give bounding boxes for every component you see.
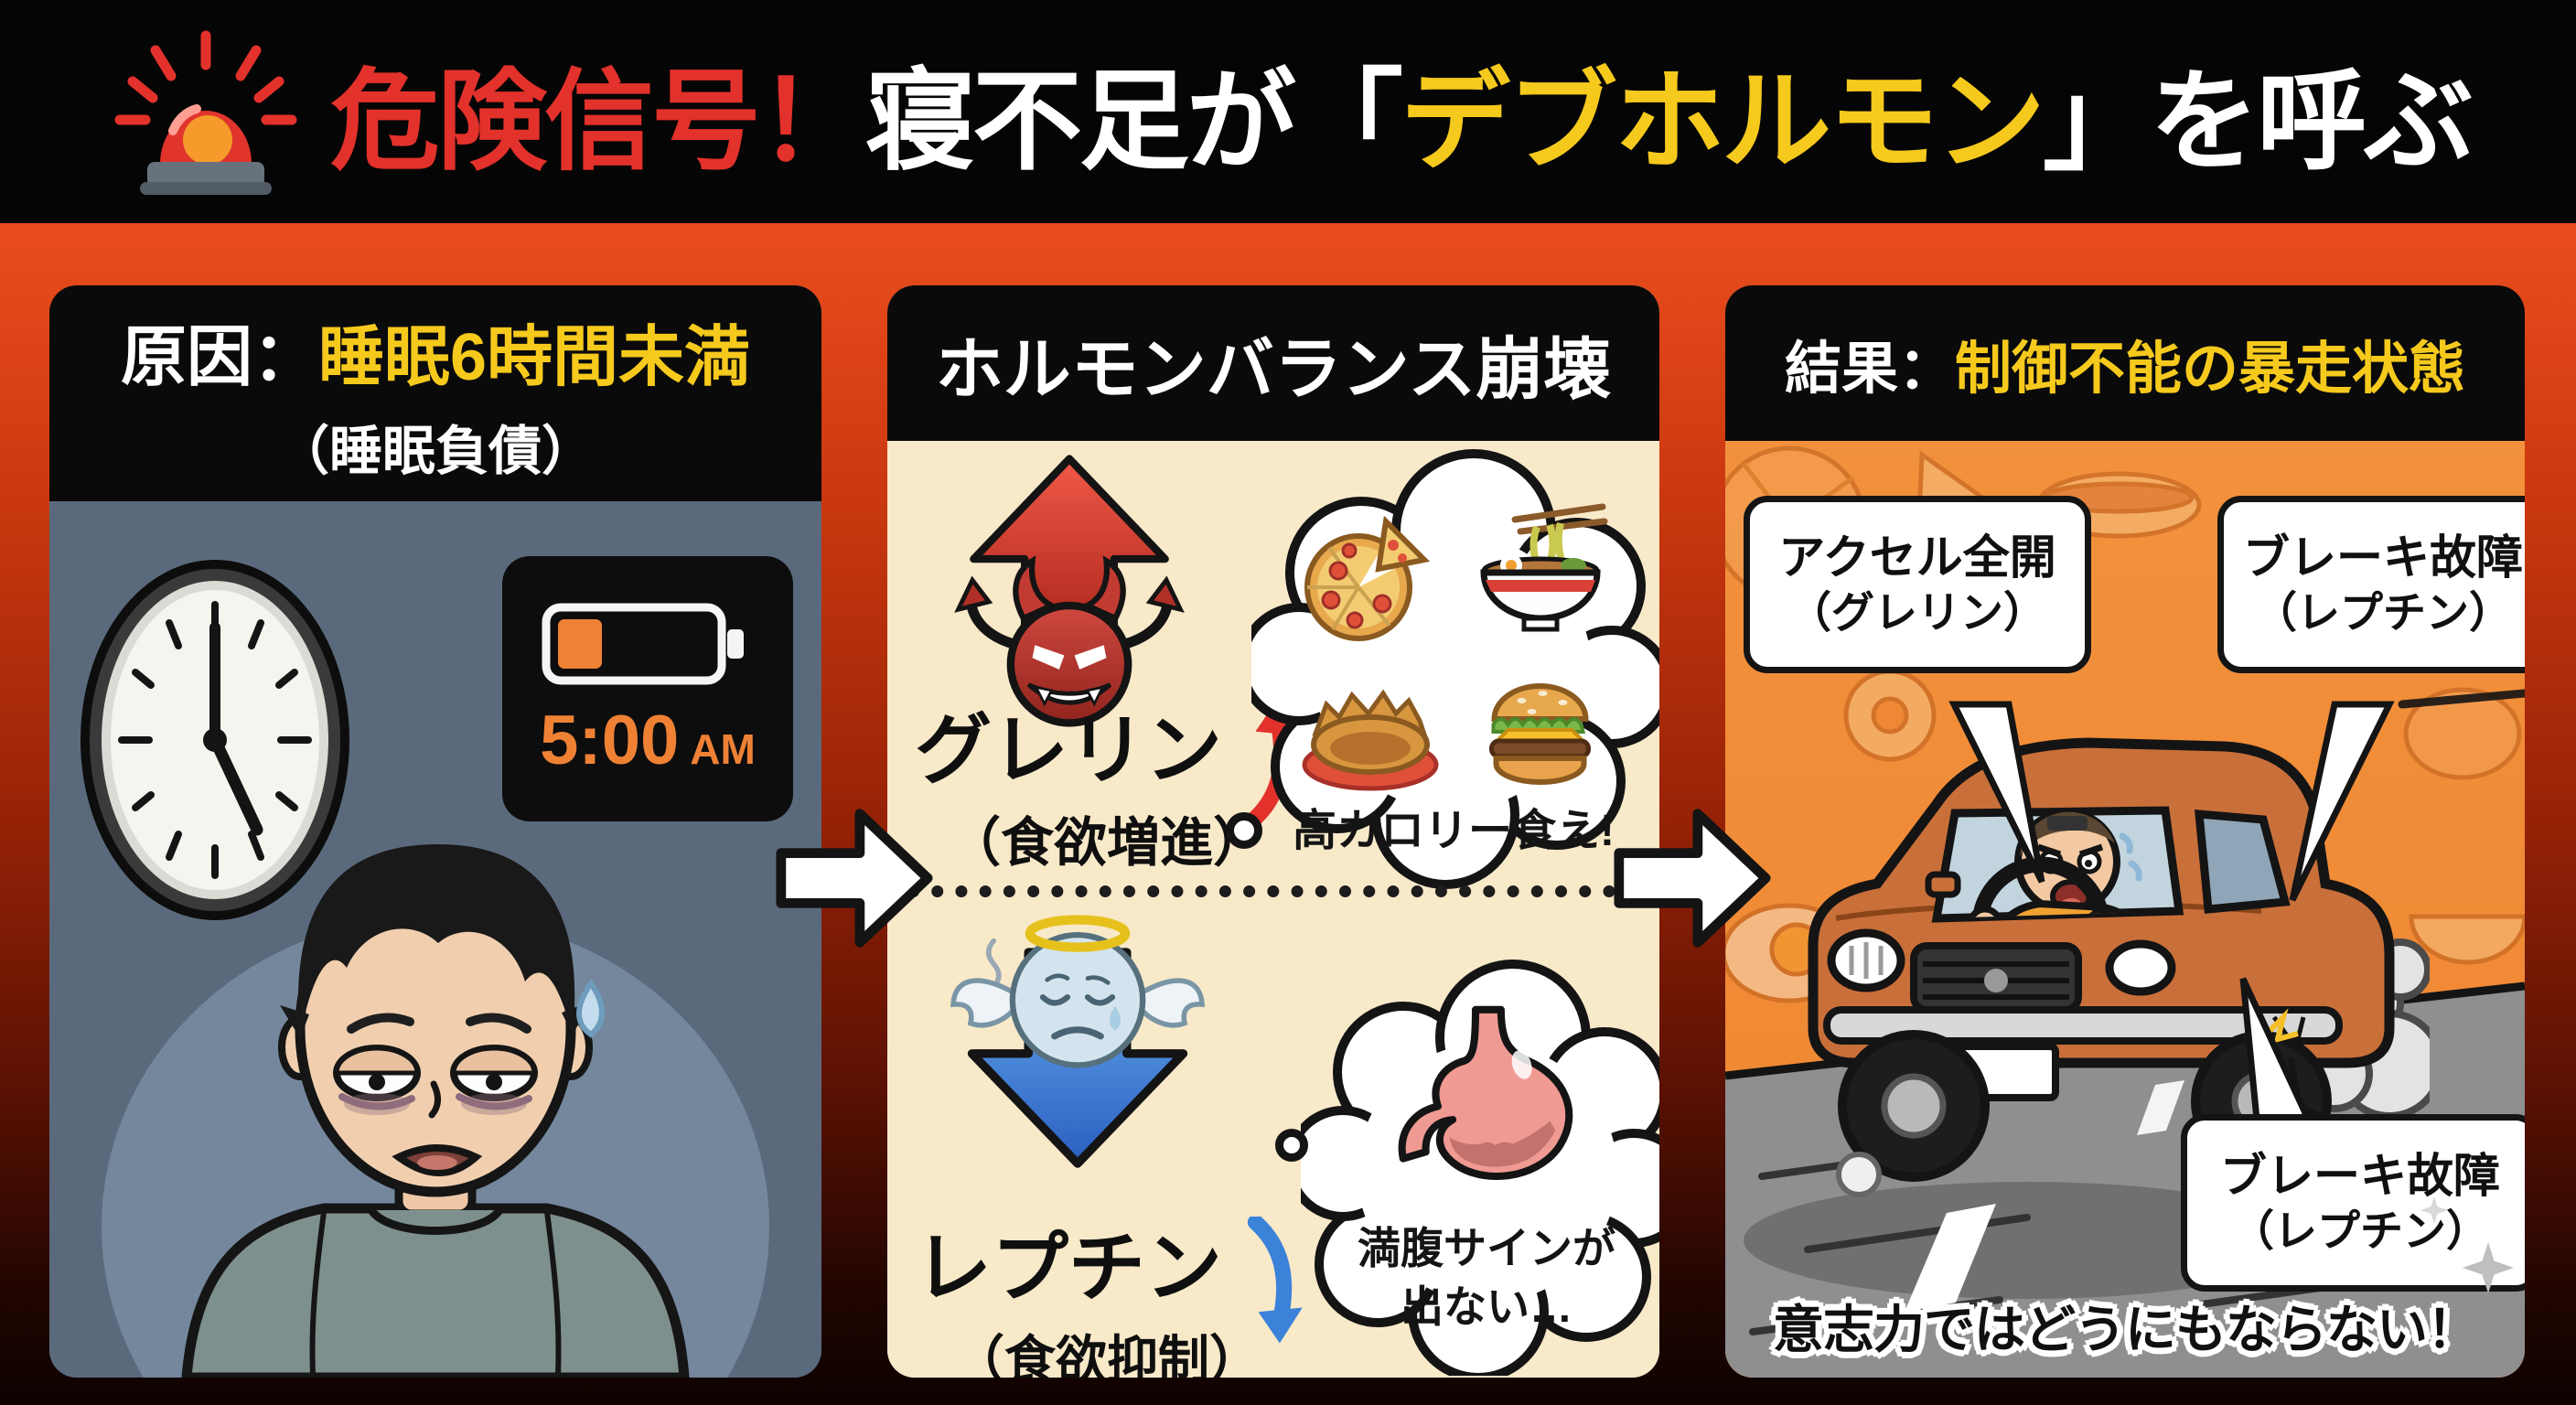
no-satiety-thought-bubble: 満腹サインが 出ない… (1301, 955, 1659, 1376)
cause-title-prefix: 原因： (120, 320, 318, 394)
header-banner: 危険信号！寝不足が「デブホルモン」を呼ぶ (0, 0, 2576, 223)
panel-cause-title: 原因：睡眠6時間未満 (121, 303, 750, 399)
flow-arrow-icon (776, 809, 933, 948)
title-mid-text: 寝不足が「 (865, 60, 1403, 183)
title-tail-text: 」を呼ぶ (2043, 60, 2474, 183)
main-canvas: 原因：睡眠6時間未満 （睡眠負債） (0, 223, 2576, 1405)
brake-failure-speech-bubble-top: ブレーキ故障 （レプチン） (2217, 496, 2525, 673)
speech-tail (2289, 701, 2395, 902)
sparkle-icon (2420, 1196, 2448, 1224)
ghrelin-name: グレリン (914, 707, 1222, 793)
panel-cause-header: 原因：睡眠6時間未満 （睡眠負債） (49, 285, 821, 501)
hormone-title: ホルモンバランス崩壊 (935, 330, 1612, 407)
runaway-car-scene: アクセル全開 （グレリン） ブレーキ故障 （レプチン） ブレーキ故障 （レプチン… (1725, 441, 2525, 1378)
brake-bottom-line2: （レプチン） (2231, 1207, 2489, 1256)
leptin-name: レプチン (914, 1225, 1222, 1311)
leptin-angel-down-arrow-icon (950, 915, 1205, 1168)
brake-failure-speech-bubble-bottom: ブレーキ故障 （レプチン） (2181, 1114, 2525, 1292)
wake-time-meridiem: AM (690, 724, 756, 773)
droopy-eye-left (333, 1045, 421, 1115)
leptin-label-row: レプチン (893, 1217, 1332, 1345)
no-satiety-text-line2: 出ない… (1401, 1282, 1572, 1331)
wall-clock-icon (80, 560, 349, 920)
hormone-scene: グレリン （食欲増進） (887, 441, 1659, 1378)
burger-icon (1489, 683, 1591, 785)
bedroom-scene: 5:00 AM (49, 501, 821, 1378)
accel-bubble-line2: （グレリン） (1788, 588, 2046, 638)
panel-hormone-header: ホルモンバランス崩壊 (887, 285, 1659, 441)
title-alert-text: 危険信号！ (330, 60, 868, 183)
tired-man-illustration (102, 844, 769, 1378)
flow-arrow-icon (1614, 809, 1771, 948)
wake-time-value: 5:00 (540, 701, 680, 779)
result-title-main: 制御不能の暴走状態 (1955, 338, 2466, 401)
battery-low-icon (542, 603, 744, 684)
page-title: 危険信号！寝不足が「デブホルモン」を呼ぶ (330, 32, 2474, 191)
pizza-icon (1304, 516, 1431, 641)
speech-tail (1948, 701, 2045, 884)
result-title-prefix: 結果： (1784, 338, 1955, 401)
ramen-icon (1480, 503, 1608, 632)
ghrelin-sub-label: （食欲増進） (947, 813, 1266, 873)
thought-dot (1275, 1129, 1308, 1162)
wake-time: 5:00 AM (540, 701, 756, 780)
katsu-icon (1302, 689, 1439, 791)
section-divider (907, 885, 1639, 897)
high-calorie-text: 高カロリー食え! (1293, 807, 1615, 855)
droopy-eye-right (450, 1045, 538, 1115)
panel-hormone: ホルモンバランス崩壊 (887, 285, 1659, 1378)
cause-title-sub: （睡眠負債） (275, 421, 595, 481)
ghrelin-devil-up-arrow-icon (954, 455, 1185, 727)
brake-bottom-line1: ブレーキ故障 (2219, 1150, 2500, 1202)
alarm-battery-card: 5:00 AM (502, 556, 793, 821)
panel-result: 結果： 制御不能の暴走状態 (1725, 285, 2525, 1378)
brake-top-line1: ブレーキ故障 (2242, 531, 2523, 584)
high-calorie-thought-bubble: 高カロリー食え! (1251, 443, 1659, 893)
title-highlight-text: デブホルモン (1401, 60, 2045, 183)
cause-title-main: 睡眠6時間未満 (317, 320, 751, 394)
leptin-down-arrow-icon (1247, 1217, 1303, 1344)
siren-icon (114, 30, 297, 195)
result-caption: 意志力ではどうにもならない！ (1773, 1301, 2478, 1358)
panel-cause: 原因：睡眠6時間未満 （睡眠負債） (49, 285, 821, 1378)
no-satiety-text-line1: 満腹サインが (1358, 1224, 1615, 1272)
accelerator-speech-bubble: アクセル全開 （グレリン） (1744, 496, 2091, 673)
sparkle-icon (2463, 1242, 2514, 1293)
speech-tail (2239, 977, 2318, 1132)
stomach-icon (1398, 1005, 1573, 1180)
panel-result-header: 結果： 制御不能の暴走状態 (1725, 285, 2525, 441)
thought-dot (1226, 812, 1262, 849)
accel-bubble-line1: アクセル全開 (1778, 531, 2056, 584)
brake-top-line2: （レプチン） (2254, 588, 2512, 638)
leptin-sub-label: （食欲抑制） (953, 1331, 1261, 1378)
